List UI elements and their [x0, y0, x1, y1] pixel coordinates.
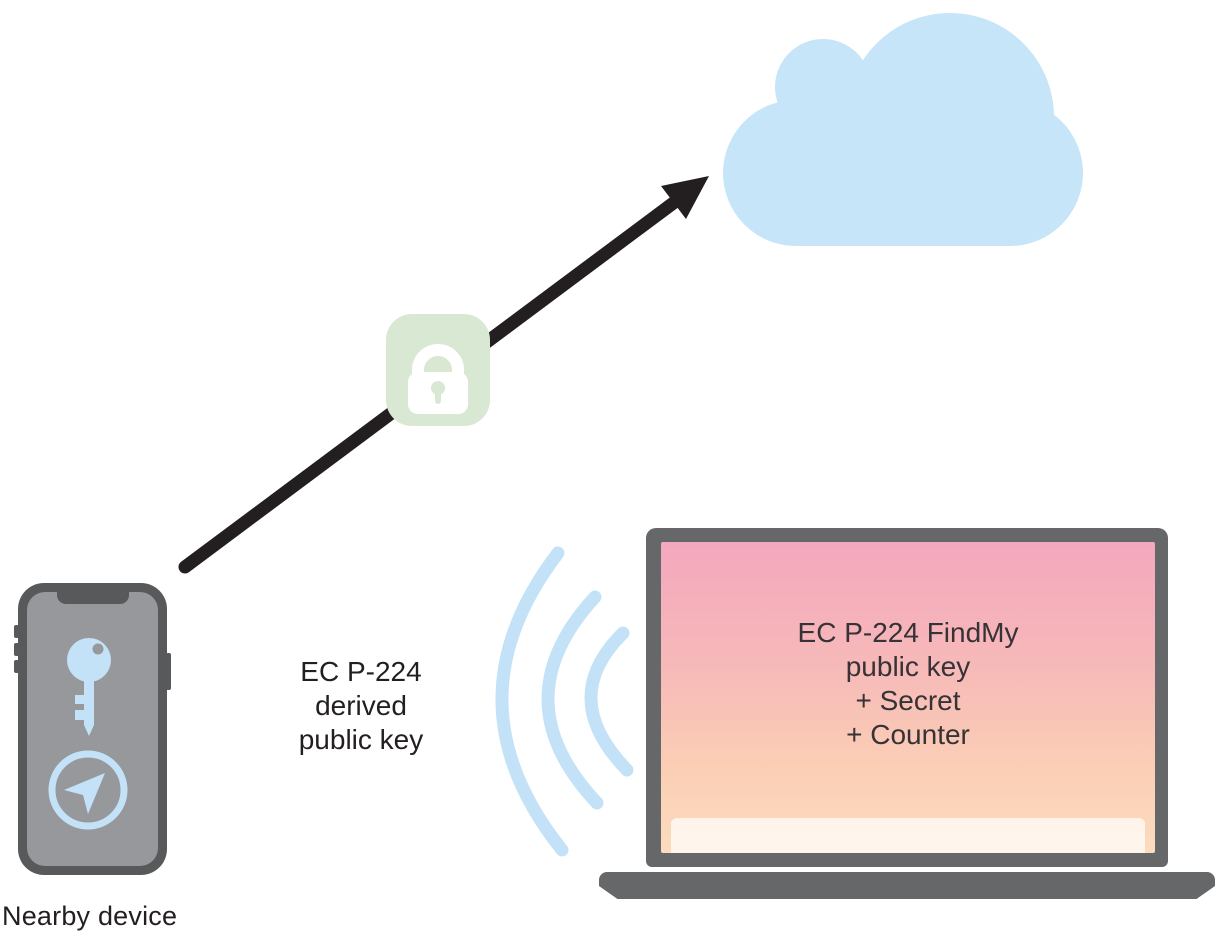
laptop-screen-highlight-strip — [671, 818, 1145, 853]
derived-public-key-label: EC P-224 derived public key — [251, 655, 471, 757]
nearby-device-phone — [14, 583, 171, 875]
wifi-waves-icon — [495, 546, 634, 857]
nearby-device-label: Nearby device — [2, 901, 178, 931]
laptop: EC P-224 FindMy public key + Secret + Co… — [646, 528, 1168, 867]
findmy-key-line-1: EC P-224 FindMy — [797, 617, 1019, 648]
phone-notch — [56, 592, 129, 604]
phone-volume-down-button — [14, 660, 19, 673]
laptop-screen: EC P-224 FindMy public key + Secret + Co… — [661, 542, 1155, 853]
cloud-icon — [723, 13, 1083, 246]
phone-screen — [27, 592, 158, 866]
derived-key-line-2: derived — [315, 690, 407, 721]
key-icon — [67, 638, 111, 736]
phone-mute-switch — [14, 625, 19, 638]
findmy-key-label: EC P-224 FindMy public key + Secret + Co… — [661, 616, 1155, 752]
location-arrow-icon — [48, 750, 128, 830]
lock-icon — [408, 344, 468, 414]
findmy-key-line-4: + Counter — [846, 719, 970, 750]
derived-key-line-1: EC P-224 — [300, 656, 422, 687]
phone-screen-icons — [48, 638, 128, 830]
findmy-key-line-2: public key — [845, 651, 971, 682]
laptop-base — [599, 872, 1215, 899]
phone-volume-up-button — [14, 643, 19, 656]
phone-power-button — [166, 653, 171, 690]
findmy-key-line-3: + Secret — [855, 685, 961, 716]
lock-badge — [386, 314, 490, 426]
derived-key-line-3: public key — [298, 724, 424, 755]
